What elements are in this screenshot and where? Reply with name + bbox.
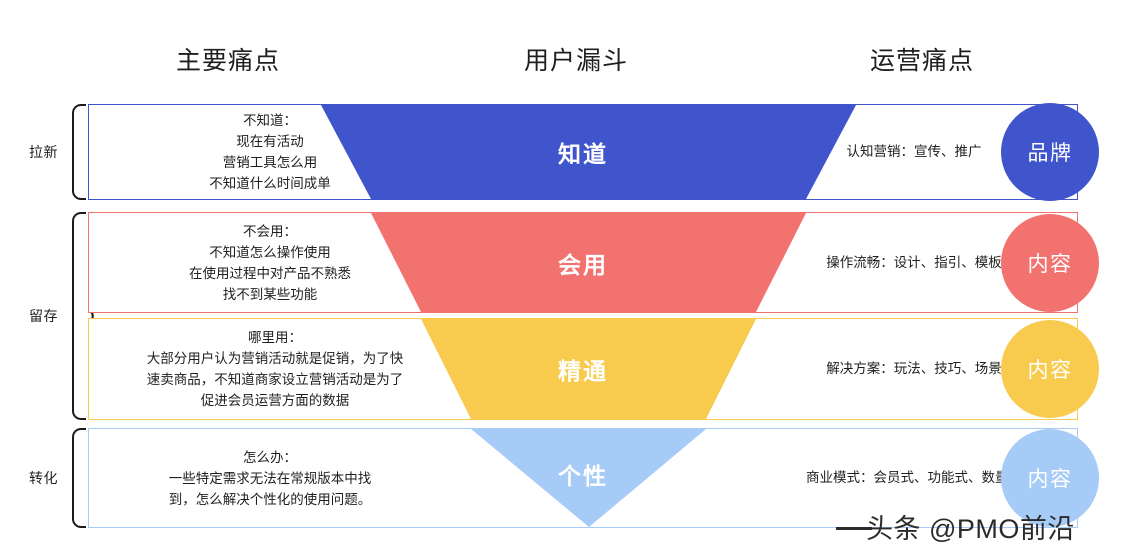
badge-content-personal[interactable]: 内容 <box>1001 429 1099 527</box>
column-header-pain-points: 主要痛点 <box>175 47 280 75</box>
pain-line: 怎么办： <box>243 449 297 465</box>
pain-line: 找不到某些功能 <box>222 286 318 302</box>
stage-bracket-acquisition: 拉新 <box>29 104 97 200</box>
pain-points-use: 不会用： 不知道怎么操作使用 在使用过程中对产品不熟悉 找不到某些功能 <box>105 213 435 312</box>
operations-pain-personal: 商业模式：会员式、功能式、数量式 <box>806 470 1022 485</box>
pain-line: 大部分用户认为营销活动就是促销，为了快 <box>146 351 404 366</box>
bracket-shape <box>72 104 86 200</box>
badge-label: 品牌 <box>1027 142 1073 165</box>
funnel-row-know[interactable]: 不知道： 现在有活动 营销工具怎么用 不知道什么时间成单 知道 认知营销：宣传、… <box>88 103 1099 201</box>
badge-brand[interactable]: 品牌 <box>1001 103 1099 201</box>
column-header-operations: 运营痛点 <box>869 47 974 75</box>
pain-line: 到，怎么解决个性化的使用问题。 <box>168 491 372 507</box>
funnel-segment-know <box>321 105 856 199</box>
funnel-segment-use <box>371 213 806 312</box>
funnel-segment-personal <box>471 429 706 527</box>
watermark-dash <box>836 527 872 530</box>
stage-label-retention: 留存 <box>29 308 58 324</box>
bracket-shape <box>72 428 86 528</box>
pain-line: 不知道： <box>243 113 297 128</box>
badge-label: 内容 <box>1027 252 1073 276</box>
stage-bracket-retention: 留存 <box>29 212 97 420</box>
pain-line: 不会用： <box>243 223 297 239</box>
stage-bracket-conversion: 转化 <box>29 428 97 528</box>
badge-label: 内容 <box>1027 468 1073 491</box>
stage-label-acquisition: 拉新 <box>29 144 58 160</box>
funnel-row-master[interactable]: 哪里用： 大部分用户认为营销活动就是促销，为了快 速卖商品，不知道商家设立营销活… <box>88 318 1099 420</box>
bracket-shape <box>72 212 86 420</box>
pain-line: 速卖商品，不知道商家设立营销活动是为了 <box>146 372 404 387</box>
funnel-row-use[interactable]: 不会用： 不知道怎么操作使用 在使用过程中对产品不熟悉 找不到某些功能 会用 操… <box>88 212 1099 313</box>
pain-line: 哪里用： <box>248 330 302 345</box>
badge-label: 内容 <box>1027 359 1073 382</box>
pain-line: 一些特定需求无法在常规版本中找 <box>168 470 372 486</box>
pain-line: 在使用过程中对产品不熟悉 <box>189 265 351 281</box>
watermark-text: 头条 @PMO前沿 <box>866 514 1075 544</box>
funnel-segment-master <box>421 319 756 419</box>
funnel-row-personal[interactable]: 怎么办： 一些特定需求无法在常规版本中找 到，怎么解决个性化的使用问题。 个性 … <box>88 428 1099 528</box>
pain-line: 现在有活动 <box>236 134 304 149</box>
pain-points-master: 哪里用： 大部分用户认为营销活动就是促销，为了快 速卖商品，不知道商家设立营销活… <box>95 319 455 419</box>
stage-label-conversion: 转化 <box>29 470 58 486</box>
pain-line: 不知道怎么操作使用 <box>209 244 331 260</box>
pain-points-personal: 怎么办： 一些特定需求无法在常规版本中找 到，怎么解决个性化的使用问题。 <box>105 429 435 527</box>
operations-pain-use: 操作流畅：设计、指引、模板 <box>826 254 1002 270</box>
badge-content-master[interactable]: 内容 <box>1001 320 1099 418</box>
pain-line: 促进会员运营方面的数据 <box>200 393 350 408</box>
pain-line: 营销工具怎么用 <box>222 155 318 170</box>
operations-pain-master: 解决方案：玩法、技巧、场景 <box>826 361 1002 376</box>
badge-content-use[interactable]: 内容 <box>1001 213 1099 312</box>
pain-line: 不知道什么时间成单 <box>209 176 331 191</box>
operations-pain-know: 认知营销：宣传、推广 <box>846 144 982 159</box>
column-header-user-funnel: 用户漏斗 <box>523 47 628 75</box>
pain-points-know: 不知道： 现在有活动 营销工具怎么用 不知道什么时间成单 <box>105 105 435 199</box>
